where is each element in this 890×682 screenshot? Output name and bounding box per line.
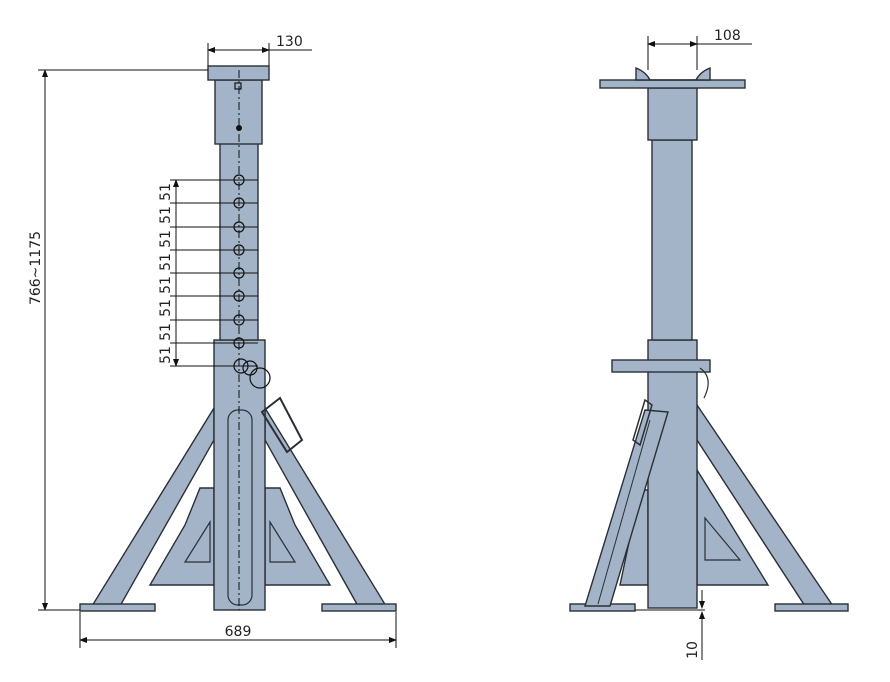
front-right-cutout [269, 519, 297, 563]
pitch-label: 51 [158, 206, 174, 224]
pitch-label: 51 [158, 276, 174, 294]
pitch-label: 51 [158, 323, 174, 341]
pitch-label: 51 [158, 346, 174, 364]
front-pin-ring [249, 367, 271, 389]
side-saddle-bar [599, 79, 746, 89]
front-slot [227, 409, 253, 606]
front-view: 51 51 51 51 51 51 51 51 130 766~1175 689 [28, 34, 397, 648]
side-saddle-cradle [635, 66, 711, 81]
side-handle [632, 398, 653, 447]
side-crossbar [611, 359, 711, 373]
pitch-label: 51 [158, 299, 174, 317]
side-inner-tube [651, 139, 693, 341]
side-pin-ring [699, 367, 709, 399]
top-width-label: 130 [276, 34, 303, 50]
side-cutout [704, 516, 742, 561]
side-outer-tube [647, 339, 698, 609]
pitch-label: 51 [158, 183, 174, 201]
hole-pitch-dims [170, 179, 258, 367]
pitch-label: 51 [158, 230, 174, 248]
front-right-foot [321, 603, 397, 612]
side-head [647, 87, 698, 141]
front-left-foot [79, 603, 156, 612]
front-left-cutout [183, 519, 211, 563]
side-view: 108 10 [569, 28, 849, 660]
base-width-label: 689 [225, 624, 252, 640]
height-range-label: 766~1175 [28, 231, 44, 305]
front-head-pin [236, 125, 242, 131]
front-handle [260, 396, 304, 454]
saddle-width-label: 108 [714, 28, 741, 44]
front-head-hole [234, 82, 242, 90]
pitch-label: 51 [158, 253, 174, 271]
clearance-label: 10 [685, 641, 701, 659]
side-tilted-leg [584, 409, 669, 607]
side-right-foot [774, 603, 849, 612]
